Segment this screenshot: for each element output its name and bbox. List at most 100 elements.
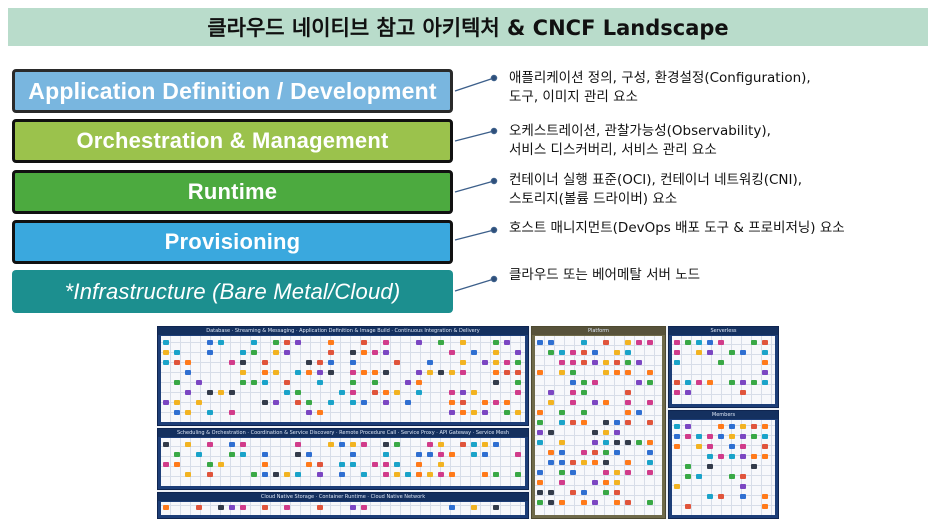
landscape-logo-mark bbox=[328, 350, 334, 355]
landscape-logo-mark bbox=[251, 350, 257, 355]
landscape-logo-mark bbox=[581, 350, 587, 355]
landscape-logo-mark bbox=[729, 474, 735, 479]
landscape-logo-mark bbox=[515, 350, 521, 355]
landscape-logo-mark bbox=[196, 380, 202, 385]
landscape-panel-orchestration: Scheduling & Orchestration · Coordinatio… bbox=[157, 428, 529, 490]
landscape-logo-mark bbox=[504, 340, 510, 345]
landscape-logo-mark bbox=[350, 360, 356, 365]
landscape-logo-mark bbox=[174, 452, 180, 457]
landscape-logo-mark bbox=[559, 480, 565, 485]
landscape-logo-mark bbox=[707, 340, 713, 345]
landscape-logo-mark bbox=[372, 462, 378, 467]
landscape-logo-mark bbox=[696, 474, 702, 479]
landscape-logo-mark bbox=[493, 442, 499, 447]
landscape-logo-mark bbox=[449, 390, 455, 395]
landscape-logo-mark bbox=[482, 452, 488, 457]
landscape-logo-mark bbox=[647, 500, 653, 505]
landscape-logo-mark bbox=[339, 390, 345, 395]
panel-header: Serverless bbox=[669, 327, 778, 335]
landscape-logo-mark bbox=[647, 400, 653, 405]
landscape-logo-mark bbox=[350, 390, 356, 395]
landscape-logo-mark bbox=[592, 460, 598, 465]
landscape-logo-mark bbox=[493, 350, 499, 355]
landscape-logo-mark bbox=[729, 350, 735, 355]
landscape-logo-mark bbox=[537, 340, 543, 345]
landscape-logo-mark bbox=[328, 340, 334, 345]
landscape-logo-mark bbox=[207, 350, 213, 355]
landscape-logo-mark bbox=[163, 340, 169, 345]
landscape-logo-mark bbox=[405, 472, 411, 477]
landscape-logo-mark bbox=[603, 430, 609, 435]
landscape-logo-mark bbox=[614, 420, 620, 425]
landscape-logo-mark bbox=[284, 380, 290, 385]
landscape-logo-mark bbox=[306, 462, 312, 467]
landscape-logo-mark bbox=[361, 442, 367, 447]
landscape-logo-mark bbox=[740, 390, 746, 395]
section-label: Continuous Integration & Delivery bbox=[394, 328, 480, 334]
landscape-logo-mark bbox=[592, 480, 598, 485]
landscape-logo-mark bbox=[647, 340, 653, 345]
cncf-landscape-thumbnail: Database · Streaming & Messaging · Appli… bbox=[157, 326, 779, 519]
landscape-logo-mark bbox=[350, 452, 356, 457]
description-provisioning: 호스트 매니지먼트(DevOps 배포 도구 & 프로비저닝) 요소 bbox=[509, 219, 845, 238]
landscape-logo-mark bbox=[592, 440, 598, 445]
landscape-logo-mark bbox=[471, 442, 477, 447]
landscape-logo-mark bbox=[625, 460, 631, 465]
landscape-logo-mark bbox=[548, 450, 554, 455]
landscape-panel-serverless: Serverless bbox=[668, 326, 779, 408]
landscape-logo-mark bbox=[273, 400, 279, 405]
landscape-logo-mark bbox=[625, 410, 631, 415]
landscape-logo-mark bbox=[350, 350, 356, 355]
landscape-logo-mark bbox=[603, 450, 609, 455]
landscape-logo-mark bbox=[762, 494, 768, 499]
landscape-logo-mark bbox=[229, 442, 235, 447]
landscape-panel-app-definition: Database · Streaming & Messaging · Appli… bbox=[157, 326, 529, 426]
panel-logo-grid bbox=[161, 336, 525, 422]
landscape-logo-mark bbox=[229, 505, 235, 510]
layer-runtime: Runtime bbox=[12, 170, 453, 214]
landscape-logo-mark bbox=[751, 424, 757, 429]
landscape-logo-mark bbox=[718, 434, 724, 439]
landscape-logo-mark bbox=[751, 464, 757, 469]
landscape-logo-mark bbox=[762, 350, 768, 355]
landscape-logo-mark bbox=[751, 434, 757, 439]
landscape-logo-mark bbox=[383, 390, 389, 395]
landscape-logo-mark bbox=[471, 390, 477, 395]
landscape-logo-mark bbox=[383, 452, 389, 457]
landscape-logo-mark bbox=[174, 410, 180, 415]
landscape-logo-mark bbox=[273, 472, 279, 477]
landscape-logo-mark bbox=[625, 370, 631, 375]
connector-4 bbox=[454, 229, 495, 241]
landscape-logo-mark bbox=[416, 452, 422, 457]
landscape-logo-mark bbox=[548, 340, 554, 345]
landscape-logo-mark bbox=[207, 410, 213, 415]
landscape-logo-mark bbox=[460, 400, 466, 405]
landscape-logo-mark bbox=[674, 484, 680, 489]
landscape-logo-mark bbox=[647, 450, 653, 455]
connector-dot-5 bbox=[490, 275, 498, 283]
landscape-logo-mark bbox=[685, 380, 691, 385]
landscape-logo-mark bbox=[295, 442, 301, 447]
landscape-logo-mark bbox=[361, 505, 367, 510]
landscape-logo-mark bbox=[427, 472, 433, 477]
landscape-logo-mark bbox=[273, 340, 279, 345]
landscape-logo-mark bbox=[581, 380, 587, 385]
panel-header: Scheduling & Orchestration · Coordinatio… bbox=[158, 429, 528, 437]
landscape-logo-mark bbox=[537, 470, 543, 475]
landscape-logo-mark bbox=[614, 360, 620, 365]
landscape-logo-mark bbox=[762, 434, 768, 439]
landscape-logo-mark bbox=[405, 380, 411, 385]
landscape-logo-mark bbox=[284, 350, 290, 355]
description-line: 오케스트레이션, 관찰가능성(Observability), bbox=[509, 123, 771, 139]
landscape-logo-mark bbox=[581, 410, 587, 415]
landscape-panel-platform: Platform bbox=[531, 326, 666, 519]
landscape-logo-mark bbox=[537, 370, 543, 375]
landscape-logo-mark bbox=[707, 454, 713, 459]
landscape-logo-mark bbox=[625, 360, 631, 365]
landscape-logo-mark bbox=[449, 400, 455, 405]
landscape-logo-mark bbox=[372, 350, 378, 355]
landscape-logo-mark bbox=[625, 470, 631, 475]
landscape-logo-mark bbox=[537, 490, 543, 495]
landscape-logo-mark bbox=[196, 400, 202, 405]
description-line: 컨테이너 실행 표준(OCI), 컨테이너 네트워킹(CNI), bbox=[509, 172, 803, 188]
